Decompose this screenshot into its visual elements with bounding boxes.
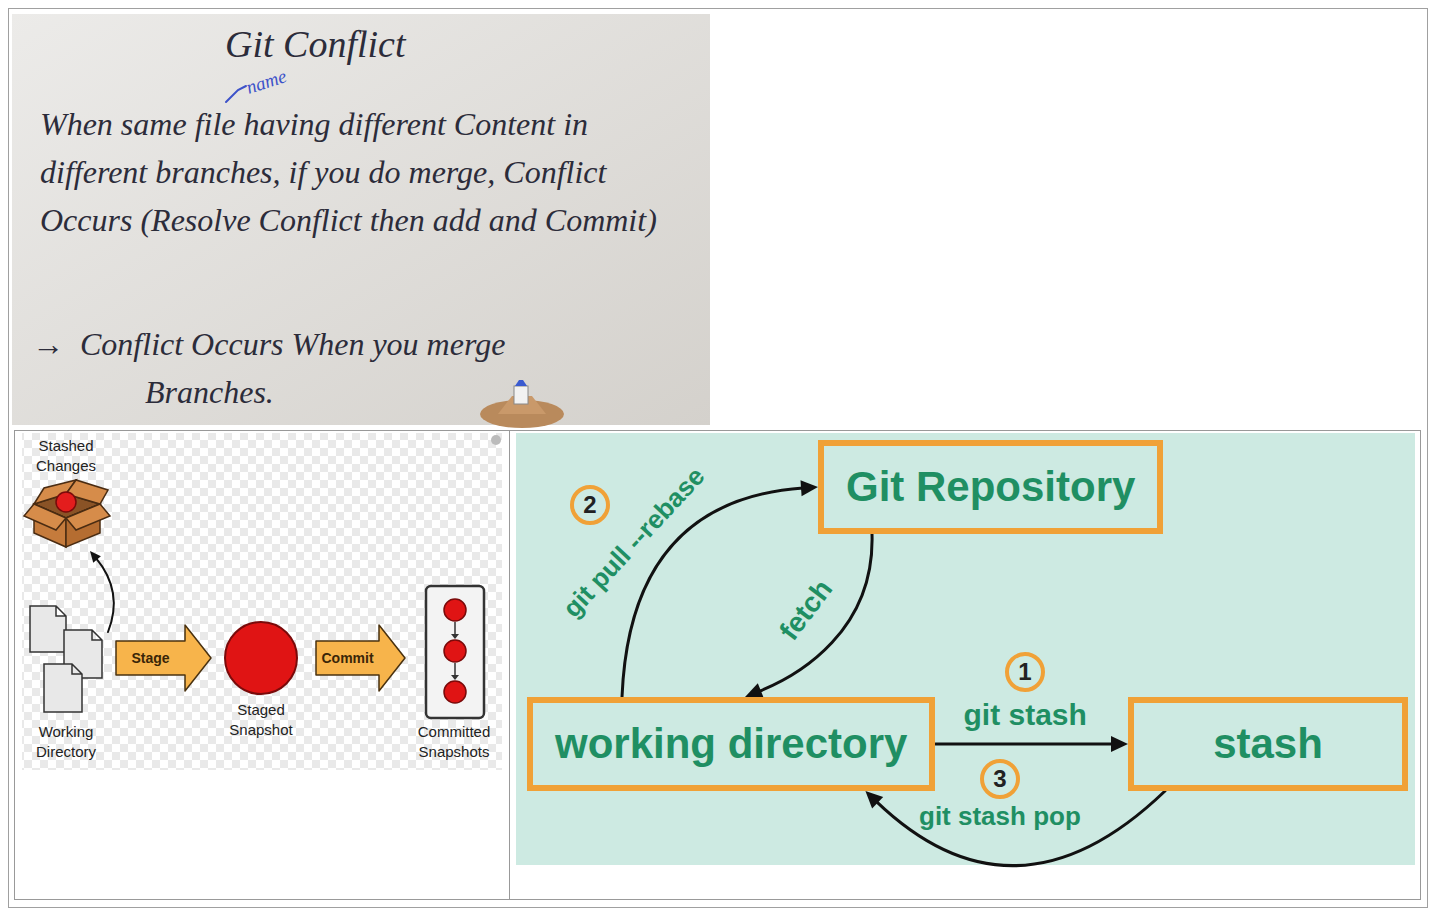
connector xyxy=(316,625,405,691)
stashed-ball xyxy=(56,492,76,512)
arrow-head xyxy=(800,480,818,496)
file-page xyxy=(44,664,82,712)
stash-box: stash xyxy=(1128,697,1408,791)
connector-line xyxy=(759,534,872,691)
insert-caret xyxy=(226,86,246,102)
callout-number: 1 xyxy=(1005,652,1045,692)
icon-space xyxy=(408,584,500,722)
bullet-arrow: → xyxy=(32,320,64,368)
node-text: working directory xyxy=(555,723,907,765)
commit-link xyxy=(454,622,456,635)
file-page xyxy=(30,606,66,652)
file-stack-node: Working Directory xyxy=(24,604,108,762)
edge-label: Commit xyxy=(320,651,376,666)
connector xyxy=(116,625,211,691)
panel-divider xyxy=(509,431,510,900)
icon-space xyxy=(22,476,110,550)
node-text: Committed Snapshots xyxy=(408,722,500,762)
stash-icon-node: Stashed Changes xyxy=(22,436,110,550)
workdir-box: working directory xyxy=(527,697,935,791)
edge-label: fetch xyxy=(772,572,840,649)
edge-label: git stash pop xyxy=(916,802,1084,831)
connector xyxy=(865,791,1165,866)
note-text: When same file having different Content … xyxy=(40,100,680,244)
block-arrow xyxy=(116,625,211,691)
commit-dot xyxy=(444,640,466,662)
icon-space xyxy=(24,604,108,722)
box-flap xyxy=(24,504,66,530)
connector-line xyxy=(876,791,1165,866)
transparency-checker xyxy=(22,433,502,770)
connector-line xyxy=(96,558,114,632)
connector xyxy=(745,534,872,698)
commit-dot xyxy=(444,599,466,621)
inserted-word: name xyxy=(244,66,290,99)
workflow-panel xyxy=(516,433,1415,865)
node-text: Stashed Changes xyxy=(22,436,110,476)
connector xyxy=(935,736,1128,752)
connector xyxy=(90,551,114,632)
lower-frame xyxy=(15,431,1421,900)
commit-stack: Committed Snapshots xyxy=(408,584,500,762)
callout-number: 2 xyxy=(570,485,610,525)
node-text: Staged Snapshot xyxy=(214,700,308,740)
node-text: Working Directory xyxy=(24,722,108,762)
commit-link-head xyxy=(451,634,459,639)
edge-label: git pull --rebase xyxy=(555,459,712,624)
arrow-head xyxy=(1111,736,1128,752)
node-text: Git Repository xyxy=(846,466,1135,508)
commit-link xyxy=(454,663,456,676)
snapshot-circle: Staged Snapshot xyxy=(214,620,308,740)
connector-line xyxy=(935,743,1113,746)
node-text: stash xyxy=(1156,723,1380,765)
staged-circle xyxy=(225,622,297,694)
callout-number: 3 xyxy=(980,759,1020,799)
whiteboard-photo xyxy=(12,14,710,425)
commit-dot xyxy=(444,681,466,703)
arrow-head xyxy=(865,791,883,809)
commit-stack-frame xyxy=(426,586,484,718)
edge-label: git stash xyxy=(961,698,1090,731)
edge-label: Stage xyxy=(130,651,172,666)
note-title: Git Conflict xyxy=(225,24,406,66)
close-dot xyxy=(491,435,501,445)
arrow-head xyxy=(90,551,101,563)
arrow-head xyxy=(745,683,764,698)
block-arrow xyxy=(316,625,405,691)
commit-link-head xyxy=(451,675,459,680)
outer-frame xyxy=(9,9,1428,908)
box-flap xyxy=(66,504,110,530)
repo-box: Git Repository xyxy=(818,440,1163,534)
note-text: Conflict Occurs When you merge Branches. xyxy=(80,320,585,416)
icon-space xyxy=(214,620,308,700)
marker-tip xyxy=(515,380,527,386)
marker-pen xyxy=(514,386,528,404)
